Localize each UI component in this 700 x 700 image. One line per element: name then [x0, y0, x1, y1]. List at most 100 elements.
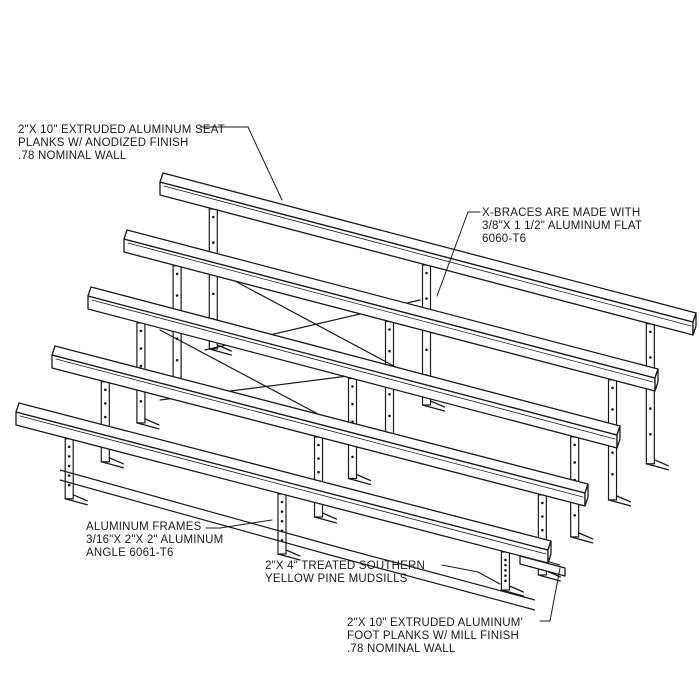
frames-line-2: 3/16"X 2"X 2" ALUMINUM [86, 534, 224, 546]
frame-foot [277, 553, 301, 561]
frame-brace [108, 457, 124, 465]
mudsill [59, 469, 536, 601]
frame-foot [313, 516, 338, 524]
bolt-hole [388, 414, 391, 418]
bolt-hole [212, 215, 215, 219]
bolt-hole [649, 432, 652, 436]
bolt-hole [67, 455, 71, 458]
leader-mudsills [477, 571, 501, 585]
bolt-hole [504, 563, 507, 567]
bolt-hole [351, 385, 354, 388]
frame-brace [144, 418, 160, 426]
leader-mudsills [441, 564, 479, 573]
post-r1-f3 [645, 323, 655, 465]
foot-plank-end [519, 555, 566, 577]
x-braces-line-2: 3/8"X 1 1/2" ALUMINUM FLAT [482, 220, 643, 232]
plank-end-1 [692, 312, 697, 336]
bolt-hole [175, 294, 179, 297]
mudsill [59, 479, 536, 611]
bolt-hole [104, 415, 107, 419]
plank-end-2 [654, 368, 659, 392]
plank-end-3 [616, 425, 621, 449]
foot-planks-line-3: .78 NOMINAL WALL [347, 643, 456, 655]
plank-rail-line [163, 185, 692, 327]
bolt-hole [573, 461, 576, 464]
bolt-hole [104, 388, 107, 392]
bolt-hole [388, 393, 391, 396]
bolt-hole [504, 558, 507, 562]
frame-brace [355, 473, 372, 482]
frame-foot [208, 348, 232, 356]
bolt-hole [541, 528, 544, 532]
frame-brace [653, 459, 670, 467]
bolt-hole [175, 359, 179, 362]
leader-seat-planks [247, 126, 283, 201]
frame-brace [508, 585, 525, 593]
bolt-hole [317, 470, 320, 474]
bolt-hole [541, 515, 544, 518]
frame-foot [100, 461, 124, 469]
frames-line-1: ALUMINUM FRAMES [86, 521, 202, 533]
frame-brace [578, 532, 594, 540]
bolt-hole [317, 443, 320, 447]
post-r4-f2 [313, 436, 324, 518]
planks-group [15, 172, 697, 577]
bolt-hole [351, 455, 354, 459]
frame-foot [570, 536, 594, 544]
bolt-hole [67, 464, 71, 468]
frame-brace [615, 495, 632, 503]
bolt-hole [139, 347, 143, 350]
bolt-hole [175, 272, 179, 276]
plank-end-5 [547, 540, 552, 564]
bolt-hole [388, 328, 391, 331]
frame-brace [429, 400, 446, 408]
seat-planks-line-2: PLANKS W/ ANODIZED FINISH [18, 137, 189, 149]
bolt-hole [67, 474, 71, 477]
frames-line-3: ANGLE 6061-T6 [86, 547, 174, 559]
plank-rail-line [19, 415, 547, 555]
frame-foot [64, 498, 88, 506]
x-braces-line-3: 6060-T6 [482, 233, 527, 245]
bolt-hole [67, 445, 71, 449]
mudsills-callout: 2"X 4" TREATED SOUTHERN YELLOW PINE MUDS… [265, 560, 425, 586]
bolt-hole [388, 349, 391, 353]
plank-rail-line [91, 299, 616, 440]
foot-planks-line-1: 2"X 10" EXTRUDED ALUMINUM' [347, 617, 523, 629]
bolt-hole [611, 472, 614, 476]
frame-foot [136, 422, 160, 430]
plank-end-4 [584, 483, 589, 507]
bolt-hole [280, 510, 284, 513]
foot-planks-callout: 2"X 10" EXTRUDED ALUMINUM' FOOT PLANKS W… [347, 617, 523, 656]
bolt-hole [280, 500, 284, 504]
bolt-hole [573, 443, 576, 447]
bolt-hole [317, 457, 320, 460]
post-r4-f1 [100, 381, 110, 463]
bolt-hole [649, 407, 652, 410]
frame-foot [421, 404, 446, 412]
bolt-hole [280, 519, 284, 523]
bolt-hole [541, 501, 544, 505]
frame-foot [347, 477, 372, 486]
seat-planks-line-1: 2"X 10" EXTRUDED ALUMINUM SEAT [18, 124, 225, 136]
x-braces-callout: X-BRACES ARE MADE WITH 3/8"X 1 1/2" ALUM… [482, 207, 642, 246]
bolt-hole [139, 400, 143, 403]
bolt-hole [104, 402, 107, 405]
bolt-hole [212, 241, 215, 244]
bolt-hole [504, 579, 507, 583]
bolt-hole [351, 402, 354, 406]
leader-x-braces [436, 211, 469, 297]
bolt-hole [649, 356, 652, 359]
leader-lines [199, 126, 561, 622]
leader-foot-planks [549, 567, 561, 622]
bolt-hole [573, 513, 576, 517]
bolt-hole [425, 297, 428, 300]
x-braces-line-1: X-BRACES ARE MADE WITH [482, 207, 641, 219]
seat-planks-line-3: .78 NOMINAL WALL [18, 150, 127, 162]
frames-callout: ALUMINUM FRAMES 3/16"X 2"X 2" ALUMINUM A… [86, 521, 223, 560]
bolt-hole [504, 569, 507, 572]
x-brace [204, 264, 421, 381]
bolt-hole [611, 408, 614, 411]
seat-planks-callout: 2"X 10" EXTRUDED ALUMINUM SEAT PLANKS W/… [18, 124, 225, 163]
foot-planks-line-2: FOOT PLANKS W/ MILL FINISH [347, 630, 519, 642]
